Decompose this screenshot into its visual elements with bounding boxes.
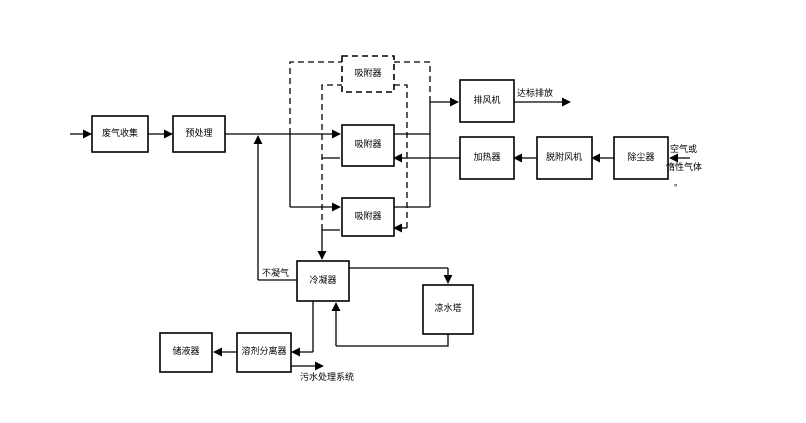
svg-text:溶剂分离器: 溶剂分离器 xyxy=(241,345,286,357)
svg-text:脱附风机: 脱附风机 xyxy=(546,151,582,163)
svg-text:除尘器: 除尘器 xyxy=(627,151,654,163)
box-solvent-separator: 溶剂分离器 xyxy=(236,332,292,373)
svg-text:吸附器: 吸附器 xyxy=(354,210,381,222)
connectors xyxy=(70,61,690,372)
box-waste-gas-collection: 废气收集 xyxy=(91,115,149,153)
box-desorption-fan: 脱附风机 xyxy=(536,136,593,180)
svg-text:储液器: 储液器 xyxy=(172,345,199,357)
line-tower-return xyxy=(336,334,449,347)
label-wastewater: 污水处理系统 xyxy=(300,371,354,383)
box-liquid-tank: 储液器 xyxy=(159,332,213,373)
line-dashed-inner-left xyxy=(321,84,342,230)
label-air-line1: 空气或 xyxy=(670,143,697,155)
svg-text:吸附器: 吸附器 xyxy=(354,67,381,79)
box-dust-remover: 除尘器 xyxy=(613,136,669,180)
box-exhaust-fan: 排风机 xyxy=(459,79,515,123)
label-non-condensable: 不凝气 xyxy=(262,267,289,279)
line-dashed-outer-right xyxy=(394,61,431,102)
box-adsorber-bottom: 吸附器 xyxy=(341,197,395,237)
svg-text:加热器: 加热器 xyxy=(473,151,500,163)
svg-text:吸附器: 吸附器 xyxy=(354,138,381,150)
label-air-mark: 。 xyxy=(674,179,683,189)
box-adsorber-mid: 吸附器 xyxy=(341,124,395,167)
line-dashed-inner-right xyxy=(394,84,408,228)
label-air-line2: 惰性气体 xyxy=(666,161,702,173)
svg-text:废气收集: 废气收集 xyxy=(102,127,138,139)
svg-text:凉水塔: 凉水塔 xyxy=(434,302,461,314)
box-heater: 加热器 xyxy=(459,136,515,180)
svg-text:预处理: 预处理 xyxy=(185,127,212,139)
svg-text:排风机: 排风机 xyxy=(473,94,500,106)
box-condenser: 冷凝器 xyxy=(296,260,350,302)
label-emission: 达标排放 xyxy=(517,87,553,99)
box-pretreatment: 预处理 xyxy=(172,115,226,153)
box-adsorber-top: 吸附器 xyxy=(341,55,395,93)
line-dashed-outer-left xyxy=(289,61,342,134)
svg-text:冷凝器: 冷凝器 xyxy=(309,274,336,286)
box-cooling-tower: 凉水塔 xyxy=(422,284,474,335)
